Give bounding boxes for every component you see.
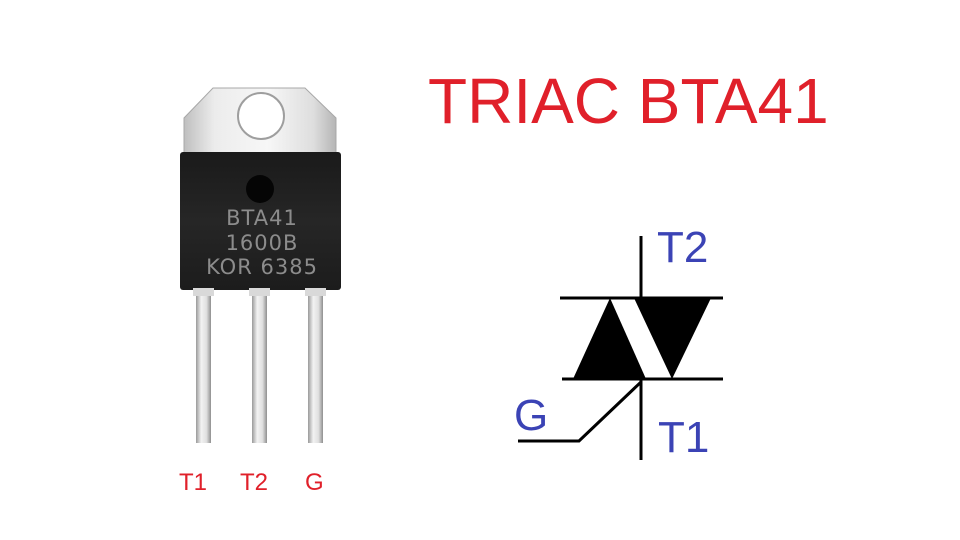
marking-line-3: KOR 6385 (206, 255, 318, 279)
package-body (180, 152, 341, 290)
marking-line-2: 1600B (225, 231, 299, 255)
marking-line-1: BTA41 (226, 206, 298, 230)
symbol-gate-lead (518, 380, 643, 443)
pin-label-t1: T1 (179, 469, 208, 496)
pin-label-g: G (305, 469, 324, 496)
tab-mounting-hole (237, 92, 285, 140)
symbol-label-g: G (514, 391, 549, 440)
symbol-label-t2: T2 (657, 223, 709, 272)
symbol-label-t1: T1 (658, 413, 710, 462)
lead-g (308, 288, 323, 443)
pin-label-t2: T2 (240, 469, 269, 496)
page-title: TRIAC BTA41 (428, 65, 829, 137)
body-dimple (246, 175, 274, 203)
symbol-triangle-down (634, 298, 711, 379)
lead-t2 (252, 288, 267, 443)
lead-t1 (196, 288, 211, 443)
symbol-triangle-up (573, 298, 646, 379)
